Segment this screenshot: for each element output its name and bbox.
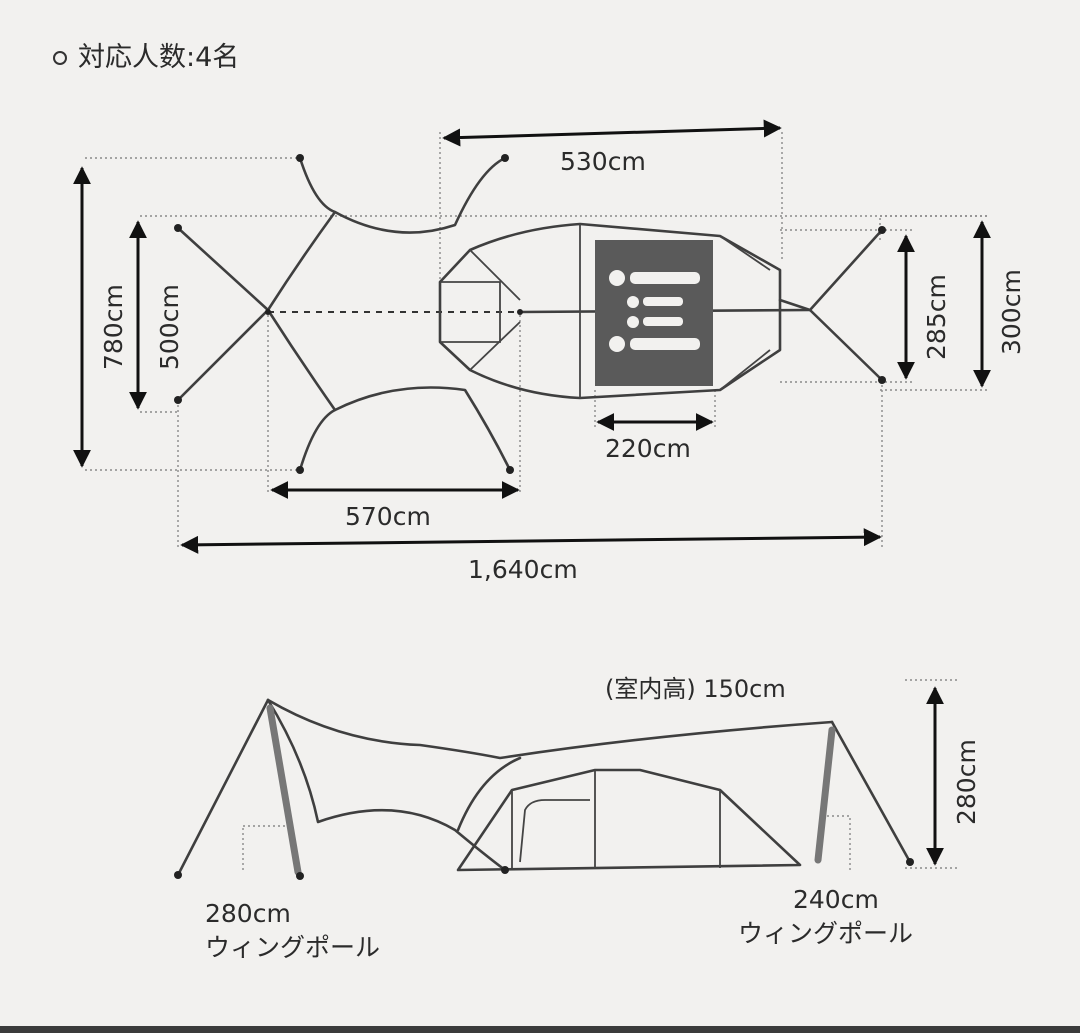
- guyline: [808, 308, 884, 382]
- peg-points: [174, 154, 886, 474]
- right-pole-size: 240cm: [793, 885, 879, 914]
- tarp-outline: [266, 156, 512, 472]
- label-1640: 1,640cm: [468, 555, 578, 584]
- sleeper-icons: [609, 270, 700, 352]
- left-pole-label: ウィングポール: [205, 933, 380, 962]
- guyline: [176, 226, 270, 312]
- dim-arrow-530: [442, 119, 782, 147]
- left-wing-pole: [266, 704, 302, 876]
- guide-lines: [85, 132, 990, 548]
- label-570: 570cm: [345, 502, 431, 531]
- left-guyline: [176, 698, 270, 877]
- guyline: [176, 308, 270, 402]
- right-pole-label: ウィングポール: [738, 919, 913, 948]
- top-view: 530cm 780cm 500cm 285cm 300cm 220cm 570c…: [73, 119, 1026, 584]
- right-guyline: [830, 720, 912, 864]
- inner-room-panel: [595, 240, 713, 386]
- label-inner-height: (室内高) 150cm: [605, 675, 786, 703]
- label-220: 220cm: [605, 434, 691, 463]
- bullet-icon: [53, 51, 67, 65]
- side-view: (室内高) 150cm 280cm 280cm ウィングポール 240cm ウィ…: [174, 675, 981, 962]
- left-pole-size: 280cm: [205, 899, 291, 928]
- label-530: 530cm: [560, 147, 646, 176]
- guyline: [808, 228, 884, 312]
- label-285: 285cm: [922, 274, 951, 360]
- label-500: 500cm: [155, 284, 184, 370]
- side-tarp: [266, 698, 834, 760]
- side-tent-body: [456, 768, 802, 872]
- tent-body: [438, 222, 782, 400]
- dim-arrow-1640: [180, 528, 882, 554]
- right-wing-pole: [814, 726, 836, 864]
- capacity-label: 対応人数:4名: [78, 42, 239, 73]
- label-300: 300cm: [997, 269, 1026, 355]
- bottom-border: [0, 1026, 1080, 1033]
- label-280-height: 280cm: [952, 739, 981, 825]
- label-780: 780cm: [99, 284, 128, 370]
